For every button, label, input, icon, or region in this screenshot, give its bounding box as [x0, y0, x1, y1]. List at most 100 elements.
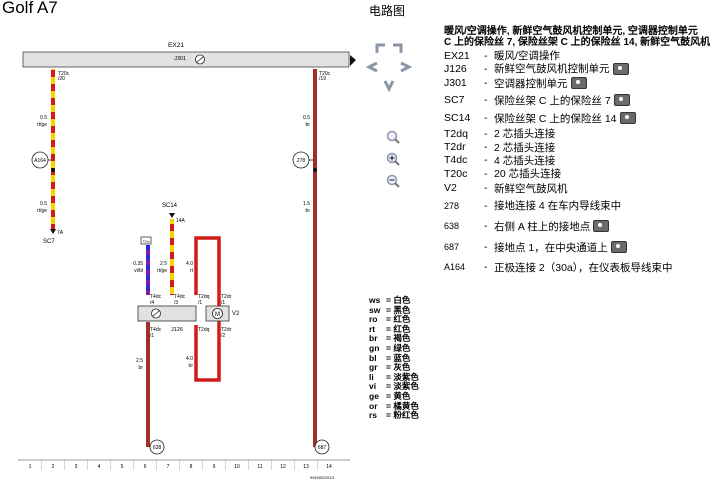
color-key-row: bl= 蓝色	[369, 353, 419, 364]
zoom-fit-icon[interactable]	[386, 130, 400, 144]
camera-icon[interactable]	[593, 220, 610, 233]
arrow-up-right-icon[interactable]	[390, 42, 404, 56]
legend-code: SC14	[444, 112, 471, 125]
arrow-down-icon[interactable]	[382, 78, 396, 93]
arrow-right-icon[interactable]	[398, 60, 413, 74]
color-key-row: br= 褐色	[369, 334, 419, 344]
color-key-row: gn= 绿色	[369, 342, 419, 354]
node-278[interactable]	[292, 151, 310, 169]
t4dc-label-bottom: T4dc	[150, 327, 162, 333]
legend-code: J126	[444, 62, 467, 75]
fuse-a-color: rt/ge	[37, 122, 47, 128]
column-number: 4	[98, 464, 101, 470]
legend-description: 接地连接 4 在车内导线束中	[494, 200, 622, 213]
fuse-b-connector: T20c	[319, 71, 331, 77]
legend-row: 687-接地点 1，在中央通道上	[444, 237, 674, 258]
wire-687-br[interactable]	[313, 69, 317, 447]
fuse-b-pin: /19	[319, 76, 326, 82]
sc7-arrow-icon	[50, 229, 56, 234]
node-278-label: 278	[297, 158, 306, 164]
legend-code: J301	[444, 77, 467, 90]
legend-code: V2	[444, 182, 457, 195]
legend-row: T20c-20 芯插头连接	[444, 167, 674, 181]
legend-row: T2dr-2 芯插头连接	[444, 140, 674, 154]
color-name: 橘黄色	[393, 400, 419, 411]
column-number: 8	[190, 464, 193, 470]
color-name: 红色	[393, 323, 411, 334]
node-687[interactable]	[314, 439, 330, 455]
color-code: vi	[369, 381, 377, 392]
node-638[interactable]	[149, 439, 165, 455]
arrow-up-left-icon[interactable]	[374, 42, 388, 56]
legend-description: 保险丝架 C 上的保险丝 7	[494, 94, 611, 107]
color-code: ro	[369, 314, 378, 325]
legend-dash: -	[484, 94, 488, 107]
legend-description: 新鲜空气鼓风机控制单元	[494, 63, 610, 76]
legend-dash: -	[484, 220, 488, 233]
fuse-a-size: 0.5	[40, 115, 47, 121]
sc7-label: SC7	[43, 239, 55, 245]
color-equals: =	[386, 390, 394, 401]
fuse-b-size: 0.5	[303, 115, 310, 121]
color-key-row: rs= 粉红色	[369, 410, 419, 421]
legend-description: 保险丝架 C 上的保险丝 14	[494, 112, 617, 125]
node-278-junction	[313, 168, 317, 172]
camera-icon[interactable]	[619, 112, 636, 125]
color-key-row: ro= 红色	[369, 314, 419, 325]
legend-description: 暖风/空调操作	[494, 50, 560, 63]
diagram-label: 电路图	[369, 4, 406, 18]
color-code: br	[369, 333, 378, 344]
arrow-left-icon[interactable]	[365, 60, 380, 74]
yellow-wire-size: 2.5	[160, 261, 167, 267]
color-key-row: rt= 红色	[369, 323, 419, 335]
footer-code: 99100520113	[310, 475, 335, 480]
legend-row: A164-正极连接 2（30a），在仪表板导线束中	[444, 258, 674, 277]
zoom-in-icon[interactable]	[386, 152, 400, 166]
column-number: 11	[257, 464, 262, 470]
wire-638-br[interactable]	[146, 322, 150, 447]
color-name: 绿色	[393, 342, 411, 353]
column-number: 3	[75, 464, 78, 470]
t4dc-pin-3: /3	[174, 300, 178, 306]
node-687-label: 687	[318, 445, 327, 451]
legend-row: 278-接地连接 4 在车内导线束中	[444, 196, 674, 216]
node-a164[interactable]	[31, 151, 49, 169]
legend-description: 空调器控制单元	[494, 77, 568, 90]
legend-header-line-2: C 上的保险丝 7, 保险丝架 C 上的保险丝 14, 新鲜空气鼓风机	[444, 37, 710, 48]
blue-wire-size: 0.35	[133, 261, 143, 267]
j126-control-unit[interactable]	[137, 305, 197, 322]
j126-label: J126	[171, 327, 183, 333]
camera-icon[interactable]	[612, 62, 629, 75]
legend-description: 正极连接 2（30a），在仪表板导线束中	[494, 261, 673, 274]
camera-icon[interactable]	[570, 77, 587, 90]
legend-row: T4dc-4 芯插头连接	[444, 154, 674, 167]
color-equals: =	[386, 381, 394, 392]
column-number: 9	[213, 464, 216, 470]
wire-vibl[interactable]	[146, 245, 150, 295]
color-code: ws	[369, 295, 381, 305]
legend-dash: -	[484, 49, 488, 62]
j126-symbol-icon	[151, 308, 161, 319]
legend-row: SC7-保险丝架 C 上的保险丝 7	[444, 91, 674, 109]
legend-row: SC14-保险丝架 C 上的保险丝 14	[444, 109, 674, 127]
color-equals: =	[386, 304, 394, 315]
ex21-bus[interactable]	[22, 51, 350, 68]
color-name: 褐色	[393, 333, 411, 344]
camera-icon[interactable]	[613, 94, 630, 107]
t4dc-label-top2: T4dc	[174, 294, 186, 300]
t2dq-connector[interactable]	[140, 236, 152, 245]
legend-row: EX21-暖风/空调操作	[444, 49, 674, 63]
legend-dash: -	[484, 167, 488, 180]
color-equals: =	[386, 342, 394, 353]
wire-sc14-rtge[interactable]	[170, 219, 174, 295]
camera-icon[interactable]	[610, 241, 627, 254]
t2dr-label-top: T2dr	[221, 294, 232, 300]
red-wire-size: 4.0	[186, 261, 193, 267]
color-equals: =	[386, 400, 394, 411]
wire-sc7-rtge[interactable]	[51, 69, 55, 229]
color-code: sw	[369, 304, 381, 315]
color-equals: =	[386, 410, 394, 421]
zoom-out-icon[interactable]	[386, 174, 400, 188]
